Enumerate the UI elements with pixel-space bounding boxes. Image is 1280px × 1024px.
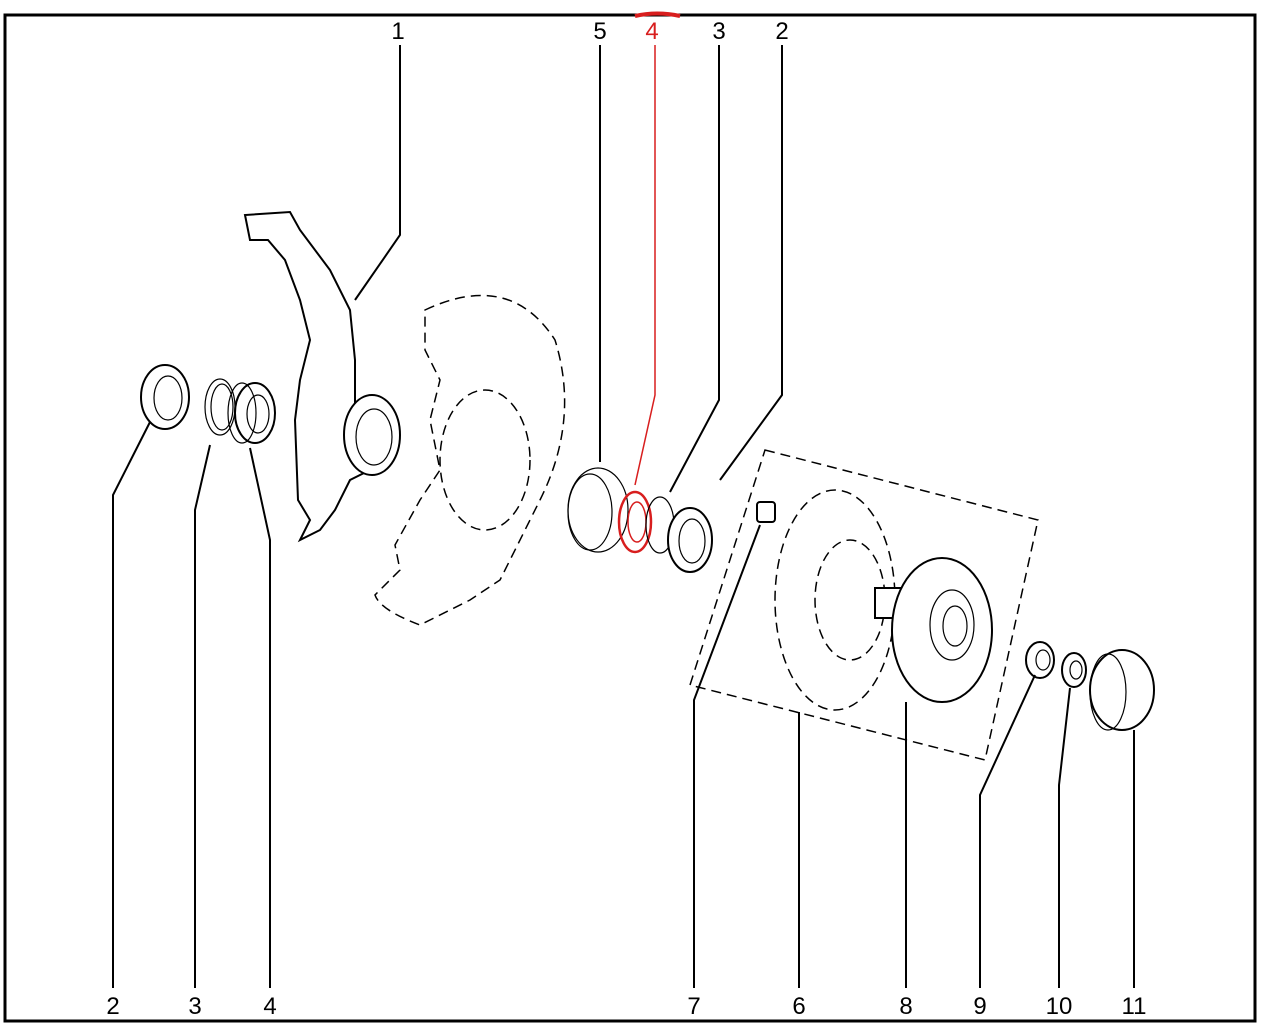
- highlight-marker: [634, 11, 681, 18]
- oil-seal-left[interactable]: [140, 364, 190, 430]
- callout-7: 7: [687, 993, 700, 1020]
- hub-nut-10[interactable]: [1061, 652, 1087, 688]
- bearing-left[interactable]: [227, 382, 276, 444]
- brake-shield[interactable]: [374, 294, 566, 626]
- leader-1: [354, 45, 401, 301]
- callout-5: 5: [593, 18, 606, 45]
- diagram-border: [3, 13, 1257, 1023]
- callout-2: 2: [775, 18, 788, 45]
- leader-3-top: [669, 45, 720, 493]
- bolt-7[interactable]: [756, 501, 776, 523]
- callout-11: 11: [1122, 993, 1147, 1020]
- callout-6: 6: [792, 993, 805, 1020]
- wheel-hub-8[interactable]: [874, 557, 993, 703]
- callout-9: 9: [973, 993, 986, 1020]
- leader-10: [1058, 687, 1071, 988]
- leader-2-bottom: [112, 421, 151, 988]
- oil-seal-2[interactable]: [667, 507, 713, 573]
- leader-4-top: [634, 45, 656, 486]
- callout-4-highlighted[interactable]: 4: [645, 18, 658, 45]
- leader-7: [693, 524, 761, 988]
- leader-2-top: [719, 45, 783, 481]
- snap-ring-left[interactable]: [204, 378, 236, 436]
- callout-8: 8: [899, 993, 912, 1020]
- leader-9: [979, 674, 1036, 988]
- callout-3: 3: [712, 18, 725, 45]
- disc-assembly-box: [689, 449, 1039, 761]
- spacer-9[interactable]: [1025, 641, 1055, 679]
- callout-1: 1: [391, 18, 404, 45]
- callout-3-bottom: 3: [188, 993, 201, 1020]
- dust-shield-5[interactable]: [567, 467, 629, 553]
- steering-knuckle[interactable]: [243, 210, 401, 543]
- callout-4-bottom: 4: [263, 993, 276, 1020]
- callout-10: 10: [1046, 993, 1073, 1020]
- hub-cap-11[interactable]: [1089, 649, 1155, 731]
- shield-opening: [439, 389, 531, 531]
- callout-2-bottom: 2: [106, 993, 119, 1020]
- leader-3-bottom: [194, 444, 211, 988]
- leader-4-bottom: [249, 447, 271, 988]
